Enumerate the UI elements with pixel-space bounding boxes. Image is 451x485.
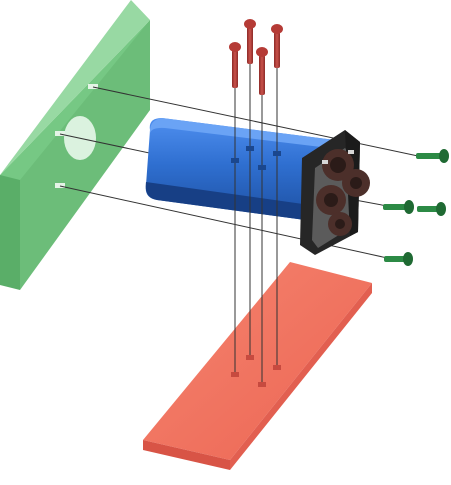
plate-screw-hole-mid — [55, 131, 65, 136]
green-screw-3 — [417, 202, 446, 216]
motor-pin-holes — [231, 146, 281, 170]
vertical-axis-lines — [234, 45, 278, 382]
blue-motor-body — [145, 118, 347, 222]
plate-screw-hole-bottom — [55, 183, 65, 188]
green-mounting-plate — [0, 0, 150, 290]
green-screw-2 — [383, 200, 414, 214]
red-pin-4 — [271, 24, 283, 68]
red-pin-1 — [229, 42, 241, 88]
dark-end-cap — [300, 130, 370, 255]
green-screws — [383, 149, 449, 266]
green-screw-4 — [384, 252, 413, 266]
pin-hole-3 — [258, 382, 266, 387]
red-pins — [229, 19, 283, 95]
pin-hole-2 — [246, 355, 254, 360]
red-pin-2 — [244, 19, 256, 64]
pin-holes — [231, 355, 281, 387]
green-screw-1 — [416, 149, 449, 163]
plate-left-edge — [0, 175, 20, 290]
plate-top-edge — [0, 0, 150, 175]
red-pin-3 — [256, 47, 268, 95]
plate-screw-hole-top — [88, 84, 98, 89]
pin-hole-4 — [273, 365, 281, 370]
red-base-plate — [143, 262, 372, 470]
pin-hole-1 — [231, 372, 239, 377]
